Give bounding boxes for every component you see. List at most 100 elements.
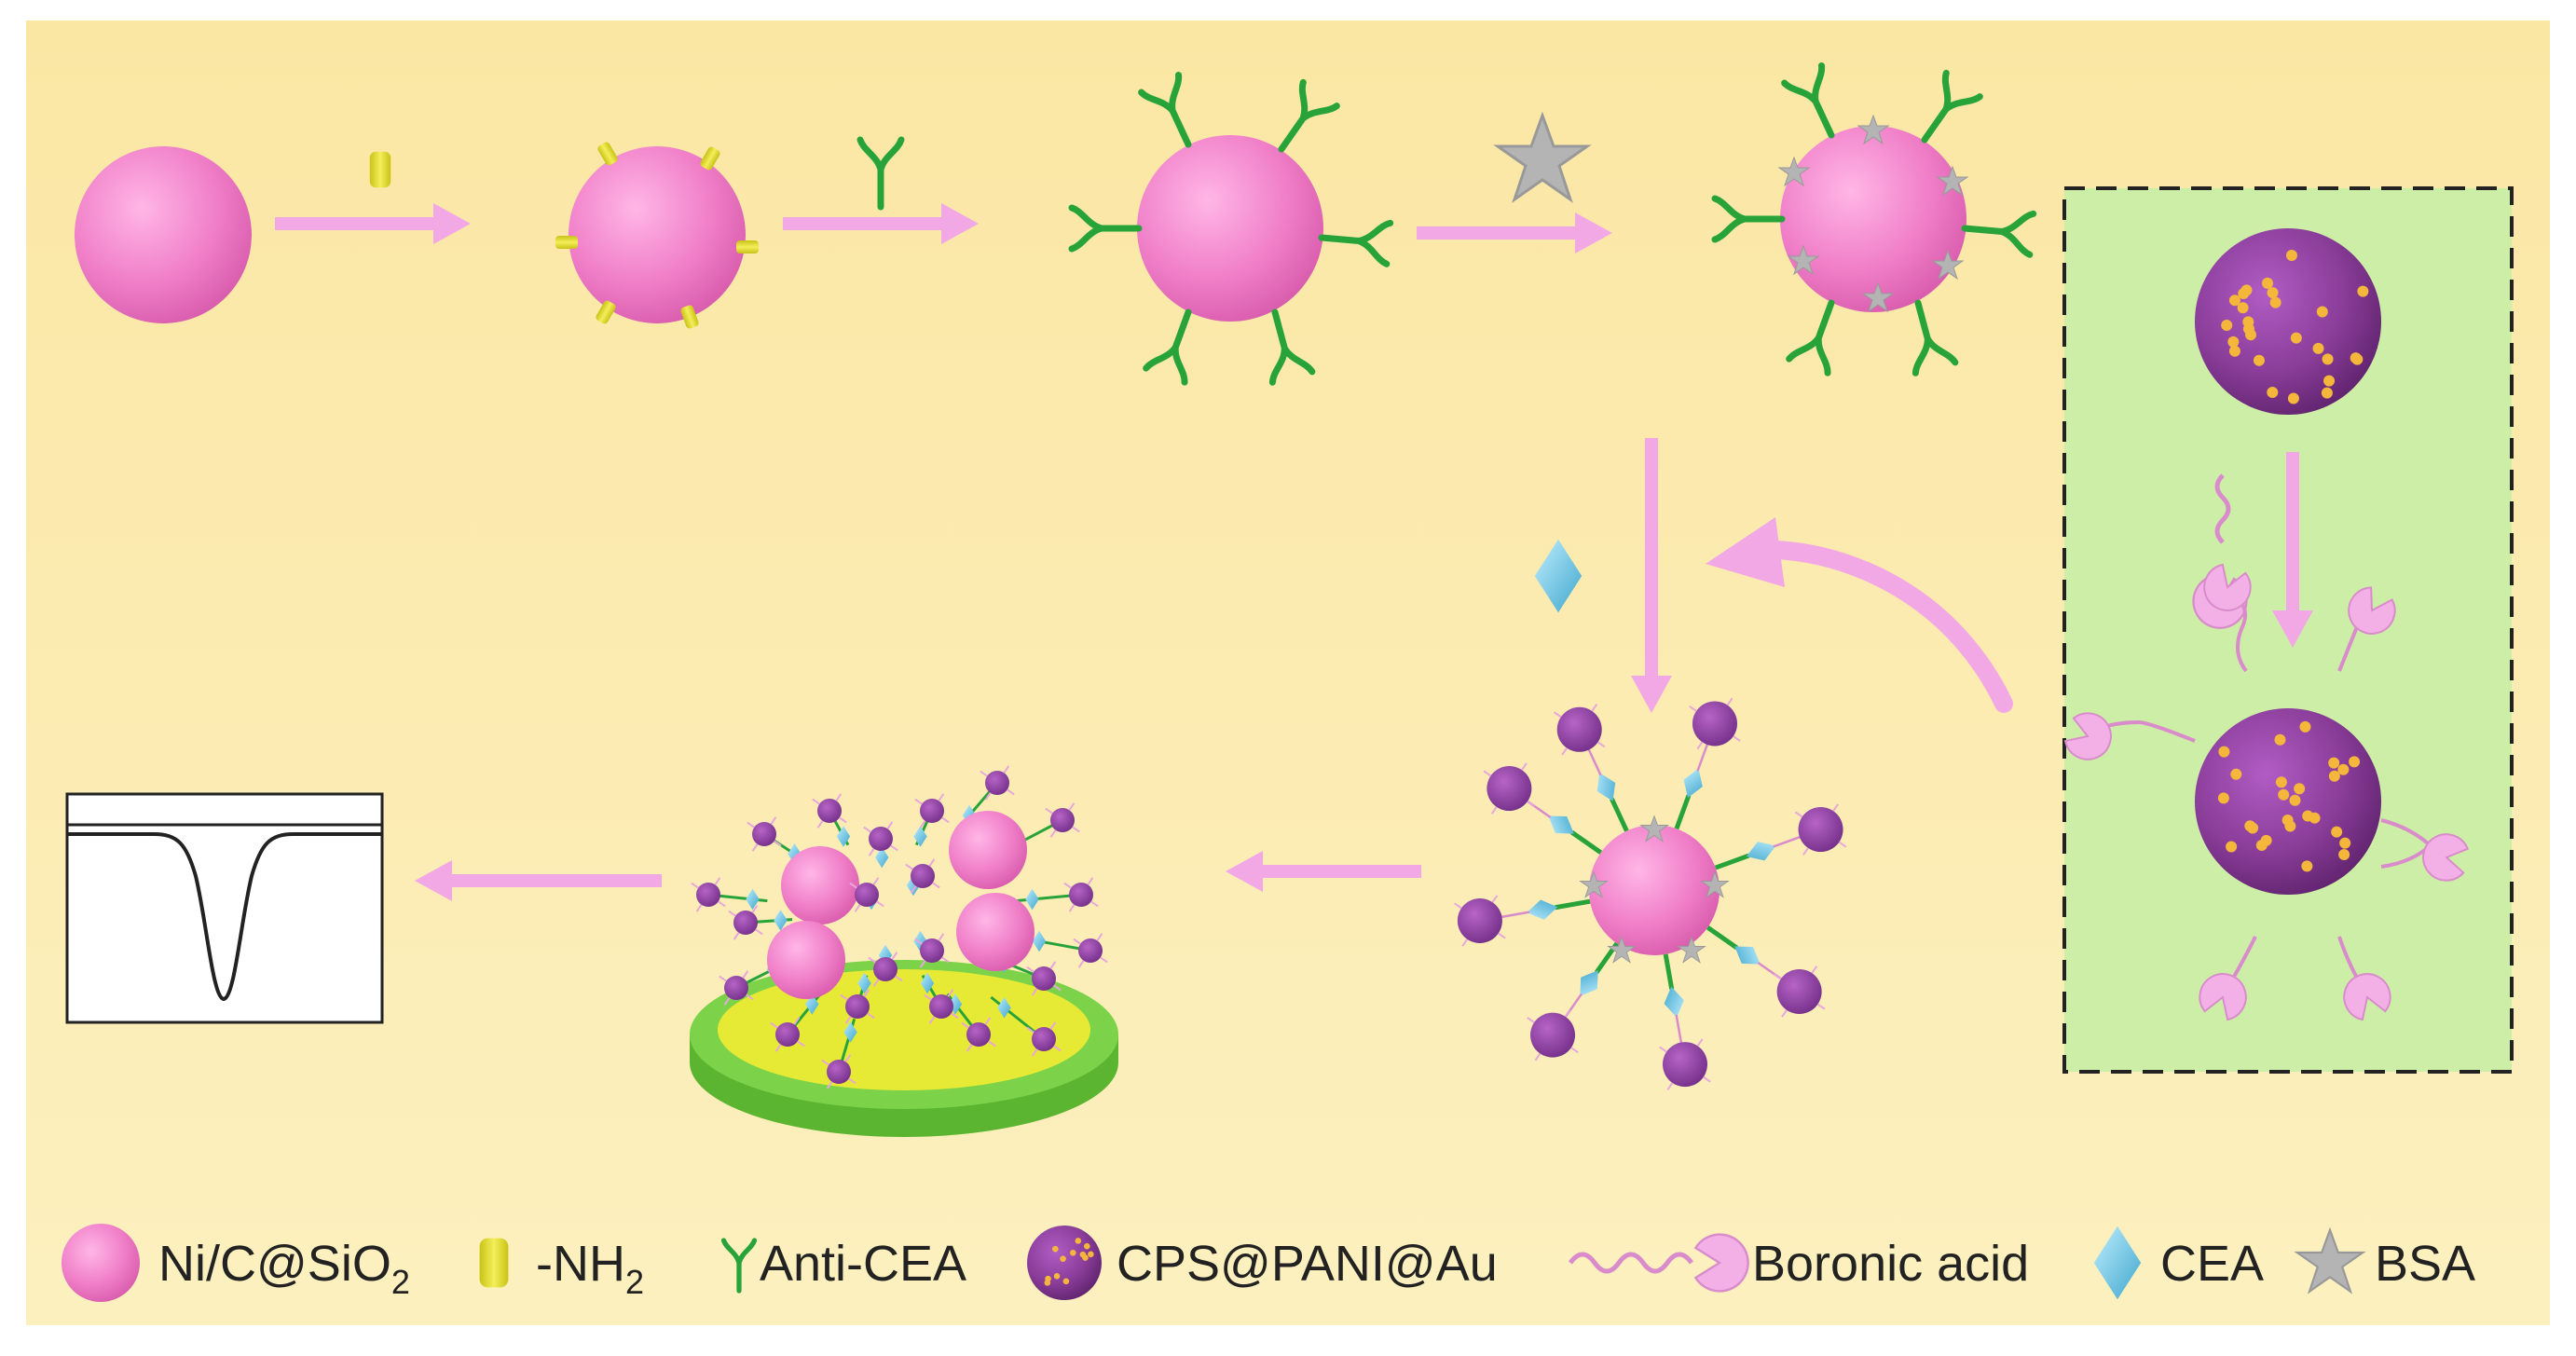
gold-dot (2294, 783, 2306, 795)
probe-particle (827, 1060, 851, 1084)
gold-dot (1075, 1238, 1082, 1244)
gold-dot (2312, 342, 2324, 354)
cps-pani-au-sphere (2195, 228, 2381, 415)
probe-particle (752, 822, 776, 846)
gold-dot (2267, 386, 2279, 398)
bound-capture-sphere (781, 846, 859, 925)
probe-particle (1069, 883, 1093, 907)
gold-dot (2228, 294, 2240, 307)
gold-dot (1088, 1251, 1094, 1258)
gold-dot (2322, 353, 2334, 365)
probe-particle (1032, 966, 1056, 991)
ni-c-sio2-sphere-bare (75, 146, 252, 323)
probe-particle (733, 911, 758, 935)
gold-dot (2267, 287, 2279, 299)
gold-dot (2262, 277, 2274, 289)
center-down-arrow (1631, 438, 1672, 713)
bound-capture-sphere (949, 811, 1027, 889)
legend-label-boronic-acid: Boronic acid (1752, 1236, 2029, 1292)
gold-dot (2274, 733, 2286, 746)
gold-dot (2323, 375, 2336, 387)
gold-dot (1083, 1242, 1090, 1250)
sphere-with-amine (555, 141, 759, 330)
probe-particle (920, 938, 944, 963)
gold-dot (2331, 826, 2343, 838)
probe-particle (929, 994, 953, 1019)
gold-dot (2221, 319, 2233, 331)
sandwich-complex (1454, 697, 1847, 1090)
probe-particle (775, 1022, 800, 1047)
gold-dot (2284, 820, 2296, 832)
gold-dot (2289, 794, 2301, 806)
probe-particle (1692, 701, 1737, 746)
curved-arrow (1706, 517, 2013, 713)
legend-swatch-ni-c-sio2 (62, 1224, 140, 1302)
legend-label-cps-pani-au: CPS@PANI@Au (1117, 1236, 1498, 1292)
arrow-step-6 (415, 860, 662, 901)
cps-pani-au-boronic-sphere (2061, 560, 2471, 1024)
probe-particle (869, 827, 893, 851)
probe-particle (855, 883, 879, 907)
gold-dot (2230, 768, 2242, 780)
legend-swatch-nh2 (479, 1238, 509, 1288)
gold-dot (2339, 837, 2351, 849)
probe-particle (1078, 938, 1103, 963)
probe-particle (920, 799, 944, 823)
gold-dot (2321, 387, 2333, 399)
probe-particle (724, 976, 748, 1000)
gold-dot (1082, 1254, 1089, 1261)
legend-label-ni-c-sio2: Ni/C@SiO2 (158, 1236, 410, 1301)
probe-particle (1457, 897, 1502, 943)
gold-dot (2349, 756, 2361, 768)
gold-dot (2269, 296, 2281, 308)
gold-dot (2316, 306, 2328, 318)
gold-nanoparticles (2221, 250, 2369, 404)
gold-dot (2218, 746, 2230, 758)
gold-dot (2226, 841, 2238, 853)
gold-nanoparticles (2217, 720, 2361, 872)
probe-particle (966, 1022, 991, 1047)
sphere-with-antibodies-bsa (1715, 65, 2034, 373)
gold-dot (2228, 345, 2240, 357)
gold-dot (1044, 1280, 1051, 1286)
gold-dot (2237, 302, 2249, 314)
gold-dot (2275, 776, 2287, 788)
legend: Ni/C@SiO2 -NH2 Anti-CEA CPS@PANI@Au Boro… (62, 1224, 2475, 1302)
probe-particle (1776, 968, 1822, 1014)
capture-sphere (1589, 825, 1720, 955)
bound-capture-sphere (767, 921, 845, 999)
gold-dot (2227, 336, 2240, 348)
gold-dot (2299, 720, 2311, 733)
boronic-acid-reagent-icon (2192, 473, 2248, 629)
electrode-bound-complexes (691, 765, 1108, 1089)
gold-dot (2242, 322, 2254, 335)
probe-particle (985, 771, 1009, 795)
probe-particle (1556, 706, 1602, 752)
gold-dot (2285, 250, 2297, 262)
legend-swatch-cps-pani-au (1027, 1226, 1102, 1300)
probe-particle (873, 957, 897, 981)
gold-dot (2217, 792, 2229, 804)
amine-reagent-icon (369, 151, 391, 188)
gold-dot (2302, 810, 2314, 822)
legend-label-cea: CEA (2160, 1236, 2264, 1292)
dpv-signal-plot (65, 792, 384, 1024)
legend-label-nh2: -NH2 (536, 1236, 644, 1301)
probe-particle (1487, 766, 1532, 812)
gold-dot (2328, 770, 2340, 782)
gold-dot (2290, 332, 2302, 344)
probe-particle (1662, 1042, 1707, 1088)
legend-label-anti-cea: Anti-CEA (760, 1236, 966, 1292)
gold-dot (2240, 284, 2253, 296)
gold-dot (2328, 757, 2340, 769)
probe-particle (845, 994, 870, 1019)
bound-capture-sphere (956, 893, 1035, 971)
gold-dot (1053, 1273, 1061, 1280)
gold-dot (2337, 763, 2350, 775)
gold-dot (2287, 392, 2299, 404)
gold-dot (1062, 1278, 1070, 1285)
sphere-with-antibodies (1072, 75, 1391, 382)
probe-particle (1798, 807, 1843, 853)
gold-dot (2351, 353, 2364, 365)
